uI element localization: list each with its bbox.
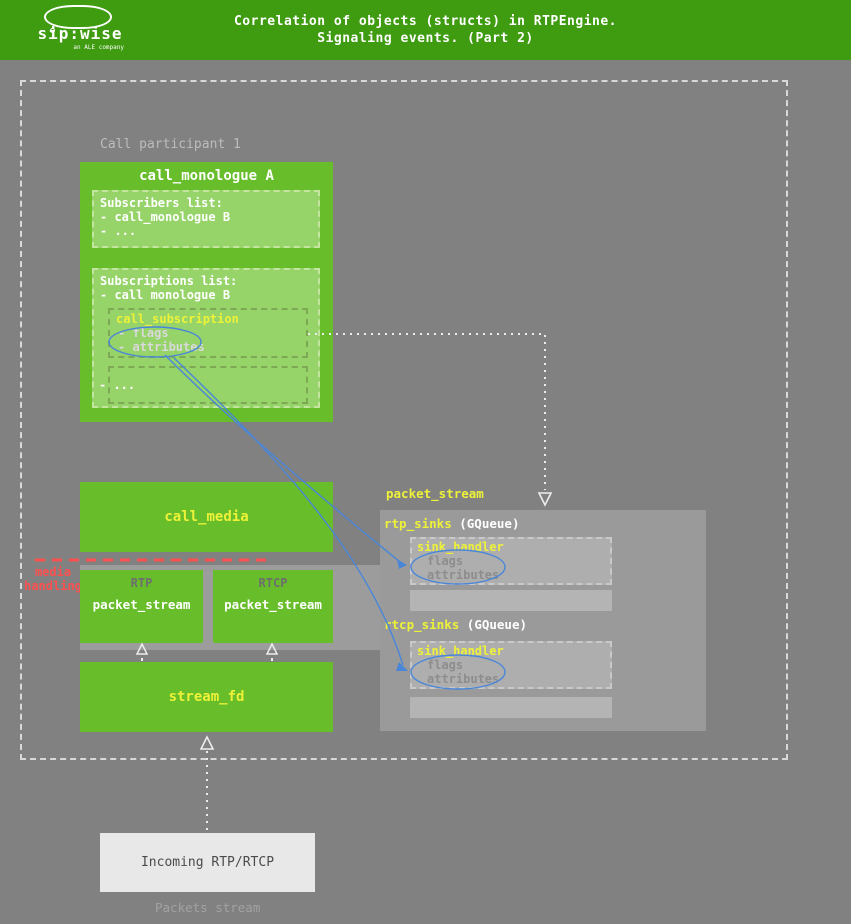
packet-stream-panel-title: packet_stream bbox=[386, 486, 484, 501]
slide-title-line1: Correlation of objects (structs) in RTPE… bbox=[233, 14, 618, 29]
participant-label: Call participant 1 bbox=[100, 137, 241, 152]
call-subscription-box: call_subscription - flags - attributes bbox=[108, 308, 308, 358]
media-handling-label: media handling bbox=[24, 565, 82, 593]
rtp-sink-handler-box: sink_handler flags attributes bbox=[410, 537, 612, 585]
sink-handler-title: sink_handler bbox=[417, 644, 504, 658]
rtp-sinks-label: rtp_sinks (GQueue) bbox=[384, 516, 520, 531]
subscriptions-more: - ... bbox=[99, 378, 136, 392]
rtp-packet-stream-label: packet_stream bbox=[92, 597, 191, 612]
slide-title-line2: Signaling events. (Part 2) bbox=[317, 31, 534, 46]
sipwise-logo: sip:wise an ALE company bbox=[30, 3, 130, 57]
subscribers-item: - ... bbox=[100, 224, 137, 238]
subscription-attributes: - attributes bbox=[118, 340, 205, 354]
rtcp-sink-handler-box: sink_handler flags attributes bbox=[410, 641, 612, 689]
subscribers-title: Subscribers list: bbox=[100, 196, 223, 210]
slide-title: Correlation of objects (structs) in RTPE… bbox=[0, 13, 851, 47]
sink-handler-attributes: attributes bbox=[427, 568, 500, 582]
subscriptions-list-box: Subscriptions list: - call monologue B c… bbox=[92, 268, 320, 408]
rtcp-packet-stream-box: RTCP packet_stream bbox=[213, 570, 333, 643]
sink-handler-attributes: attributes bbox=[427, 672, 500, 686]
incoming-rtp-rtcp-box: Incoming RTP/RTCP bbox=[100, 833, 315, 892]
call-subscription-title: call_subscription bbox=[116, 312, 239, 326]
incoming-label: Incoming RTP/RTCP bbox=[140, 855, 275, 870]
rtcp-sink-empty-slot bbox=[410, 697, 612, 718]
logo-title: sip:wise bbox=[37, 24, 123, 43]
call-monologue-title: call_monologue A bbox=[139, 168, 274, 184]
diagram-boundary bbox=[20, 80, 788, 760]
rtp-sink-empty-slot bbox=[410, 590, 612, 611]
header-bar: sip:wise an ALE company Correlation of o… bbox=[0, 0, 851, 60]
subscribers-item: - call_monologue B bbox=[100, 210, 231, 224]
subscriptions-title: Subscriptions list: bbox=[100, 274, 238, 288]
logo-subtitle: an ALE company bbox=[73, 44, 124, 51]
sink-handler-flags: flags bbox=[427, 658, 464, 672]
call-media-box: call_media bbox=[80, 482, 333, 552]
stream-fd-label: stream_fd bbox=[168, 689, 245, 705]
subscription-flags: - flags bbox=[118, 326, 169, 340]
rtp-label: RTP bbox=[130, 576, 153, 590]
sink-handler-flags: flags bbox=[427, 554, 464, 568]
sink-handler-title: sink_handler bbox=[417, 540, 504, 554]
cloud-icon bbox=[44, 5, 112, 29]
packet-stream-panel: rtp_sinks (GQueue) sink_handler flags at… bbox=[380, 510, 706, 731]
rtcp-packet-stream-label: packet_stream bbox=[224, 597, 322, 612]
cloud-dot-icon bbox=[50, 28, 55, 33]
stream-fd-box: stream_fd bbox=[80, 662, 333, 732]
rtcp-label: RTCP bbox=[258, 576, 288, 590]
call-monologue-box: call_monologue A Subscribers list: - cal… bbox=[80, 162, 333, 422]
rtcp-sinks-label: rtcp_sinks (GQueue) bbox=[384, 617, 527, 632]
packets-stream-label: Packets stream bbox=[155, 900, 261, 915]
subscriptions-item: - call monologue B bbox=[100, 288, 231, 302]
rtp-packet-stream-box: RTP packet_stream bbox=[80, 570, 203, 643]
call-media-label: call_media bbox=[164, 509, 249, 525]
subscribers-list-box: Subscribers list: - call_monologue B - .… bbox=[92, 190, 320, 248]
call-subscription-empty-box bbox=[108, 366, 308, 404]
